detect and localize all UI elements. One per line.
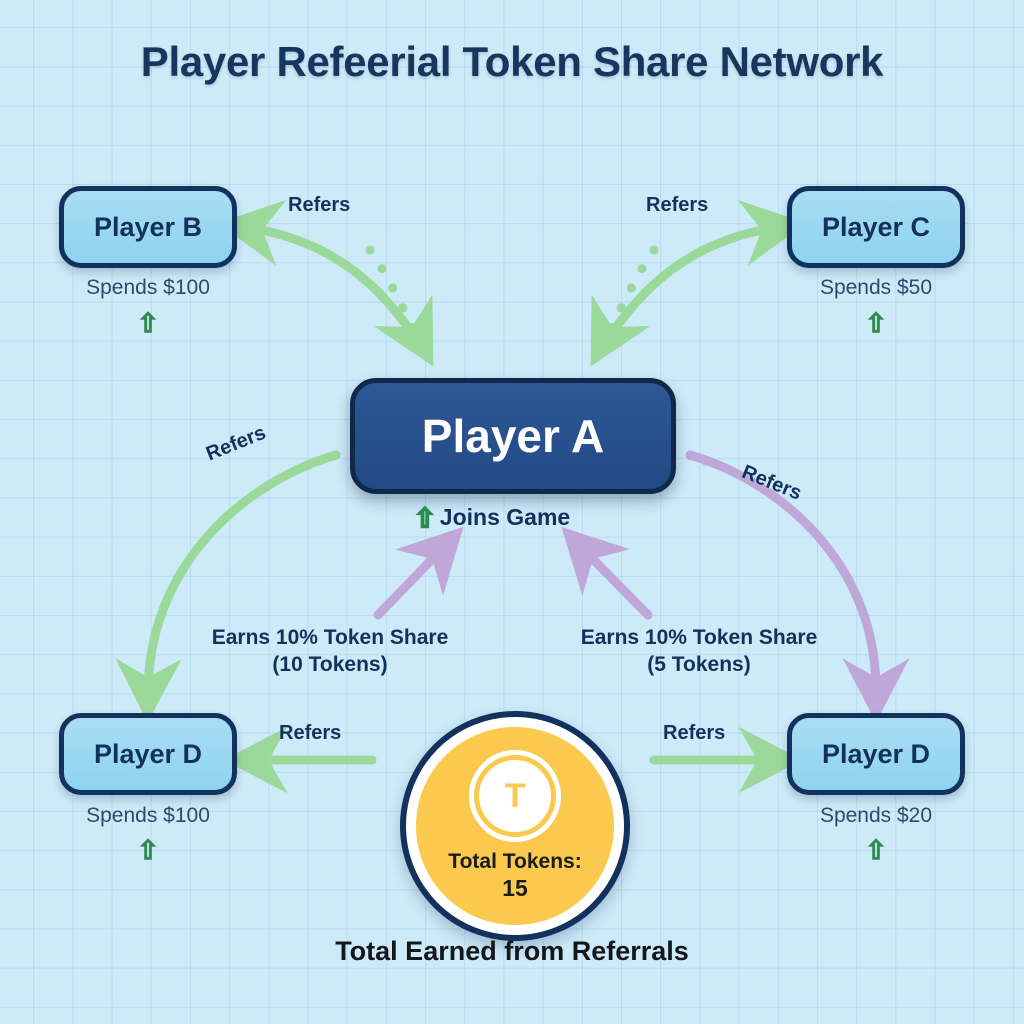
joins-game-label: Joins Game	[439, 504, 571, 530]
up-arrow-icon: ⇧	[413, 502, 436, 533]
node-player-d-right-label: Player D	[821, 738, 931, 769]
edge-earn-left	[373, 526, 464, 620]
token-badge-inner: T Total Tokens: 15	[416, 727, 614, 925]
node-player-a[interactable]: Player A	[350, 378, 676, 494]
edge-label-refers-diagonal-left: Refers	[203, 421, 269, 466]
node-player-c-label: Player C	[821, 211, 931, 242]
edge-label-refers-top-left: Refers	[288, 194, 351, 216]
token-coin-icon: T	[474, 755, 556, 837]
edge-label-refers-bottom-right: Refers	[663, 722, 726, 744]
edge-label-refers-bottom-left: Refers	[279, 722, 342, 744]
total-tokens-badge[interactable]: T Total Tokens: 15	[400, 711, 630, 941]
edge-label-refers-diagonal-right: Refers	[738, 461, 805, 505]
page-title: Player Refeerial Token Share Network	[140, 38, 884, 85]
spend-label-player-d-right: Spends $20	[819, 804, 933, 827]
up-arrow-icon: ⇧	[864, 835, 887, 865]
node-player-b-label: Player B	[93, 211, 203, 242]
earnings-right-line1: Earns 10% Token Share	[580, 626, 818, 649]
total-tokens-value: 15	[502, 875, 528, 902]
up-arrow-icon: ⇧	[136, 835, 159, 865]
earnings-left-line1: Earns 10% Token Share	[211, 626, 449, 649]
node-player-a-label: Player A	[421, 410, 605, 462]
earnings-label-left: Earns 10% Token Share (10 Tokens)	[165, 625, 495, 679]
token-coin-glyph: T	[504, 776, 526, 815]
earnings-left-line2: (10 Tokens)	[272, 652, 388, 676]
spend-label-player-d-left: Spends $100	[86, 804, 210, 827]
edge-a-to-b	[217, 199, 434, 367]
joins-game-annotation: ⇧ Joins Game	[413, 502, 571, 533]
earnings-label-right: Earns 10% Token Share (5 Tokens)	[534, 625, 864, 679]
spend-label-player-b: Spends $100	[86, 276, 210, 299]
node-player-b[interactable]: Player B	[59, 186, 237, 268]
node-player-d-right[interactable]: Player D	[787, 713, 965, 795]
spend-label-player-c: Spends $50	[819, 276, 933, 299]
total-tokens-label: Total Tokens:	[448, 850, 582, 873]
node-player-d-left-label: Player D	[93, 738, 203, 769]
edge-earn-right	[561, 526, 653, 620]
node-player-c[interactable]: Player C	[787, 186, 965, 268]
earnings-right-line2: (5 Tokens)	[647, 652, 751, 676]
edge-label-refers-top-right: Refers	[646, 194, 709, 216]
footer-caption: Total Earned from Referrals	[335, 936, 689, 966]
up-arrow-icon: ⇧	[864, 308, 887, 338]
node-player-d-left[interactable]: Player D	[59, 713, 237, 795]
edge-a-to-c	[590, 199, 807, 367]
up-arrow-icon: ⇧	[136, 308, 159, 338]
